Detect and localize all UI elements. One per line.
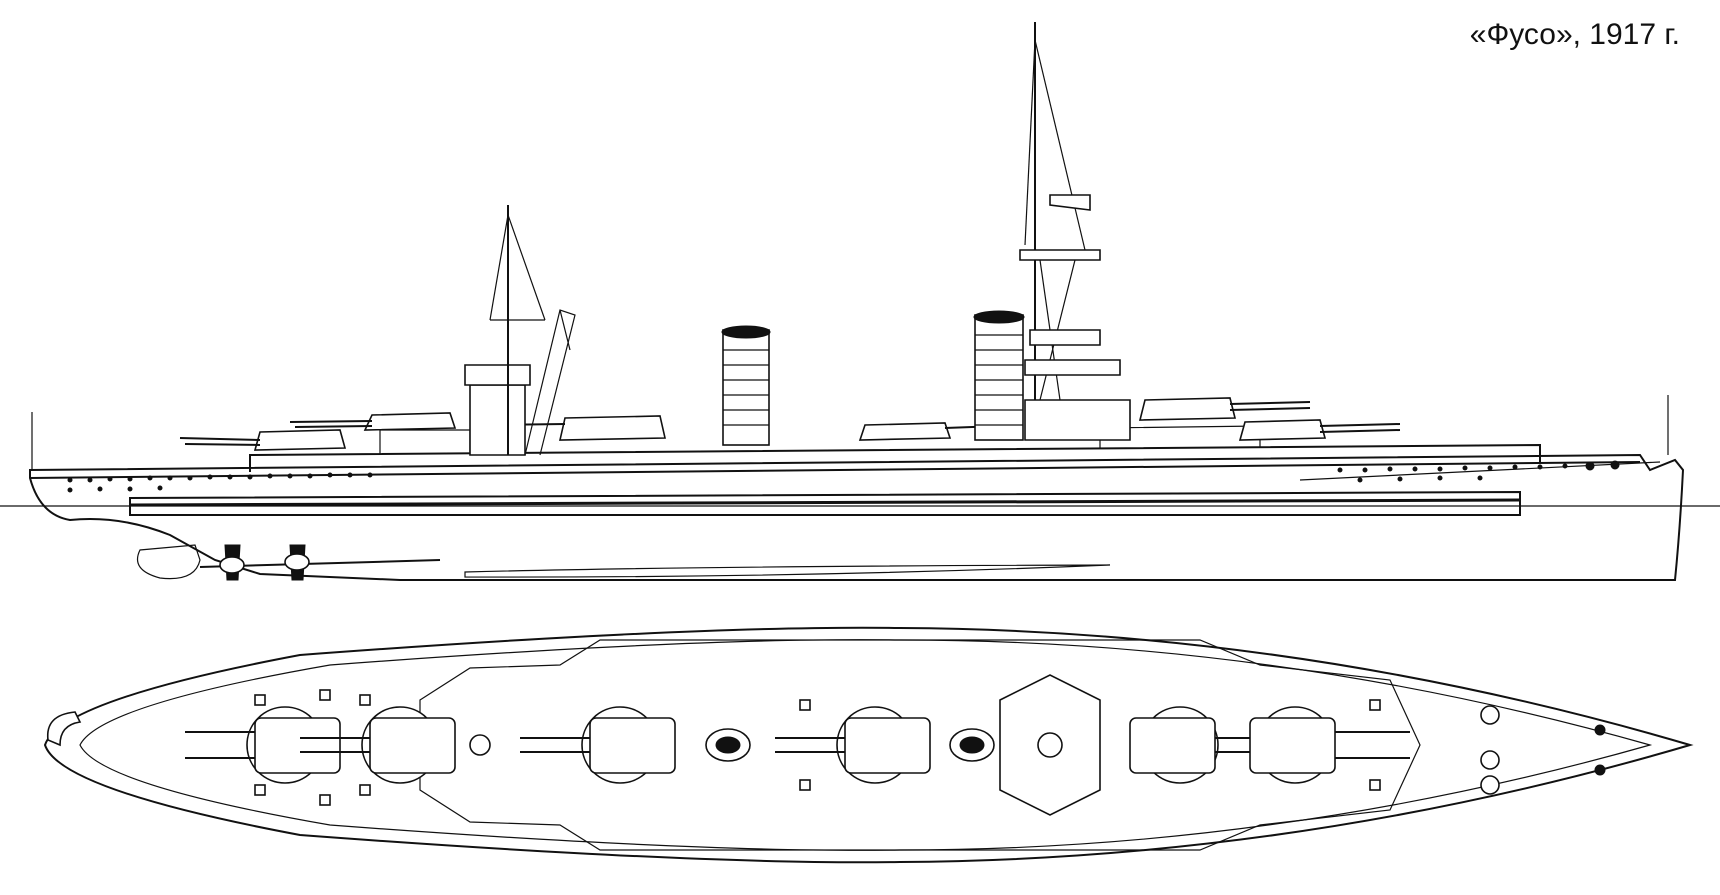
turrets-plan — [185, 706, 1410, 784]
casemate-aft — [379, 429, 471, 454]
plan-view — [43, 626, 1694, 864]
anchor-hawse — [1480, 705, 1500, 725]
funnel-fwd — [974, 314, 1024, 441]
forward-mast — [1019, 22, 1131, 441]
aft-mast — [464, 205, 576, 456]
deck-edge — [79, 639, 1653, 851]
belt-line — [129, 498, 1521, 507]
rudder — [136, 544, 201, 580]
side-elevation — [0, 22, 1720, 581]
bilge-keel — [464, 564, 1111, 578]
deck-fittings — [254, 689, 1381, 806]
aft-mast-plan — [469, 734, 491, 756]
drawing-caption: «Фусо», 1917 г. — [1469, 18, 1680, 51]
propeller-shafts — [199, 544, 441, 581]
portholes — [67, 460, 1620, 493]
stern-walk — [46, 711, 82, 747]
hull-outline — [29, 453, 1685, 581]
superstructure — [249, 443, 1541, 472]
turrets-side — [179, 397, 1401, 451]
superstructure-plan — [419, 639, 1421, 851]
armour-belt — [129, 490, 1521, 516]
deck-line — [29, 461, 1641, 479]
funnels — [721, 310, 1025, 446]
funnel-aft — [722, 329, 770, 446]
plan-hull — [43, 626, 1694, 864]
